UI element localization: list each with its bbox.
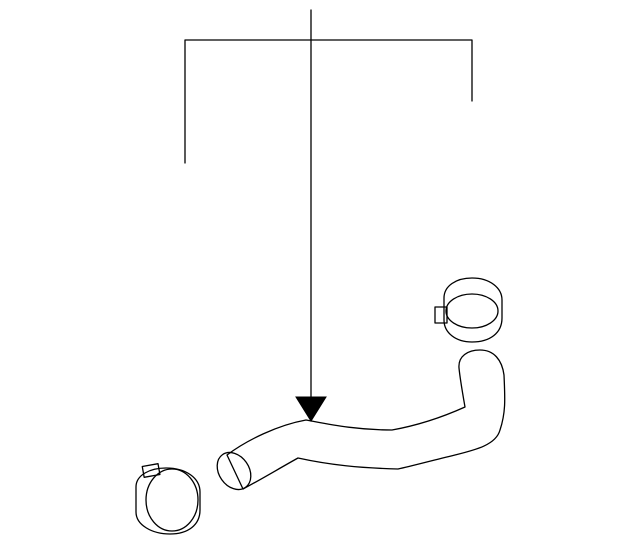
lower-hose-clamp: [135, 463, 201, 535]
hose-body: [226, 349, 506, 490]
hose-end-opening: [216, 451, 252, 491]
upper-clamp-tab: [434, 306, 448, 324]
lower-clamp-opening: [145, 468, 199, 532]
callout-bracket: [184, 39, 473, 164]
upper-clamp-opening: [445, 293, 499, 329]
upper-hose-clamp: [434, 277, 503, 343]
callout-lines: [184, 9, 473, 422]
lower-clamp-band: [135, 467, 201, 535]
lower-clamp-tab: [141, 463, 161, 478]
radiator-hose: [216, 349, 506, 491]
arrowhead-down-icon: [295, 396, 327, 422]
upper-clamp-band: [443, 277, 503, 343]
